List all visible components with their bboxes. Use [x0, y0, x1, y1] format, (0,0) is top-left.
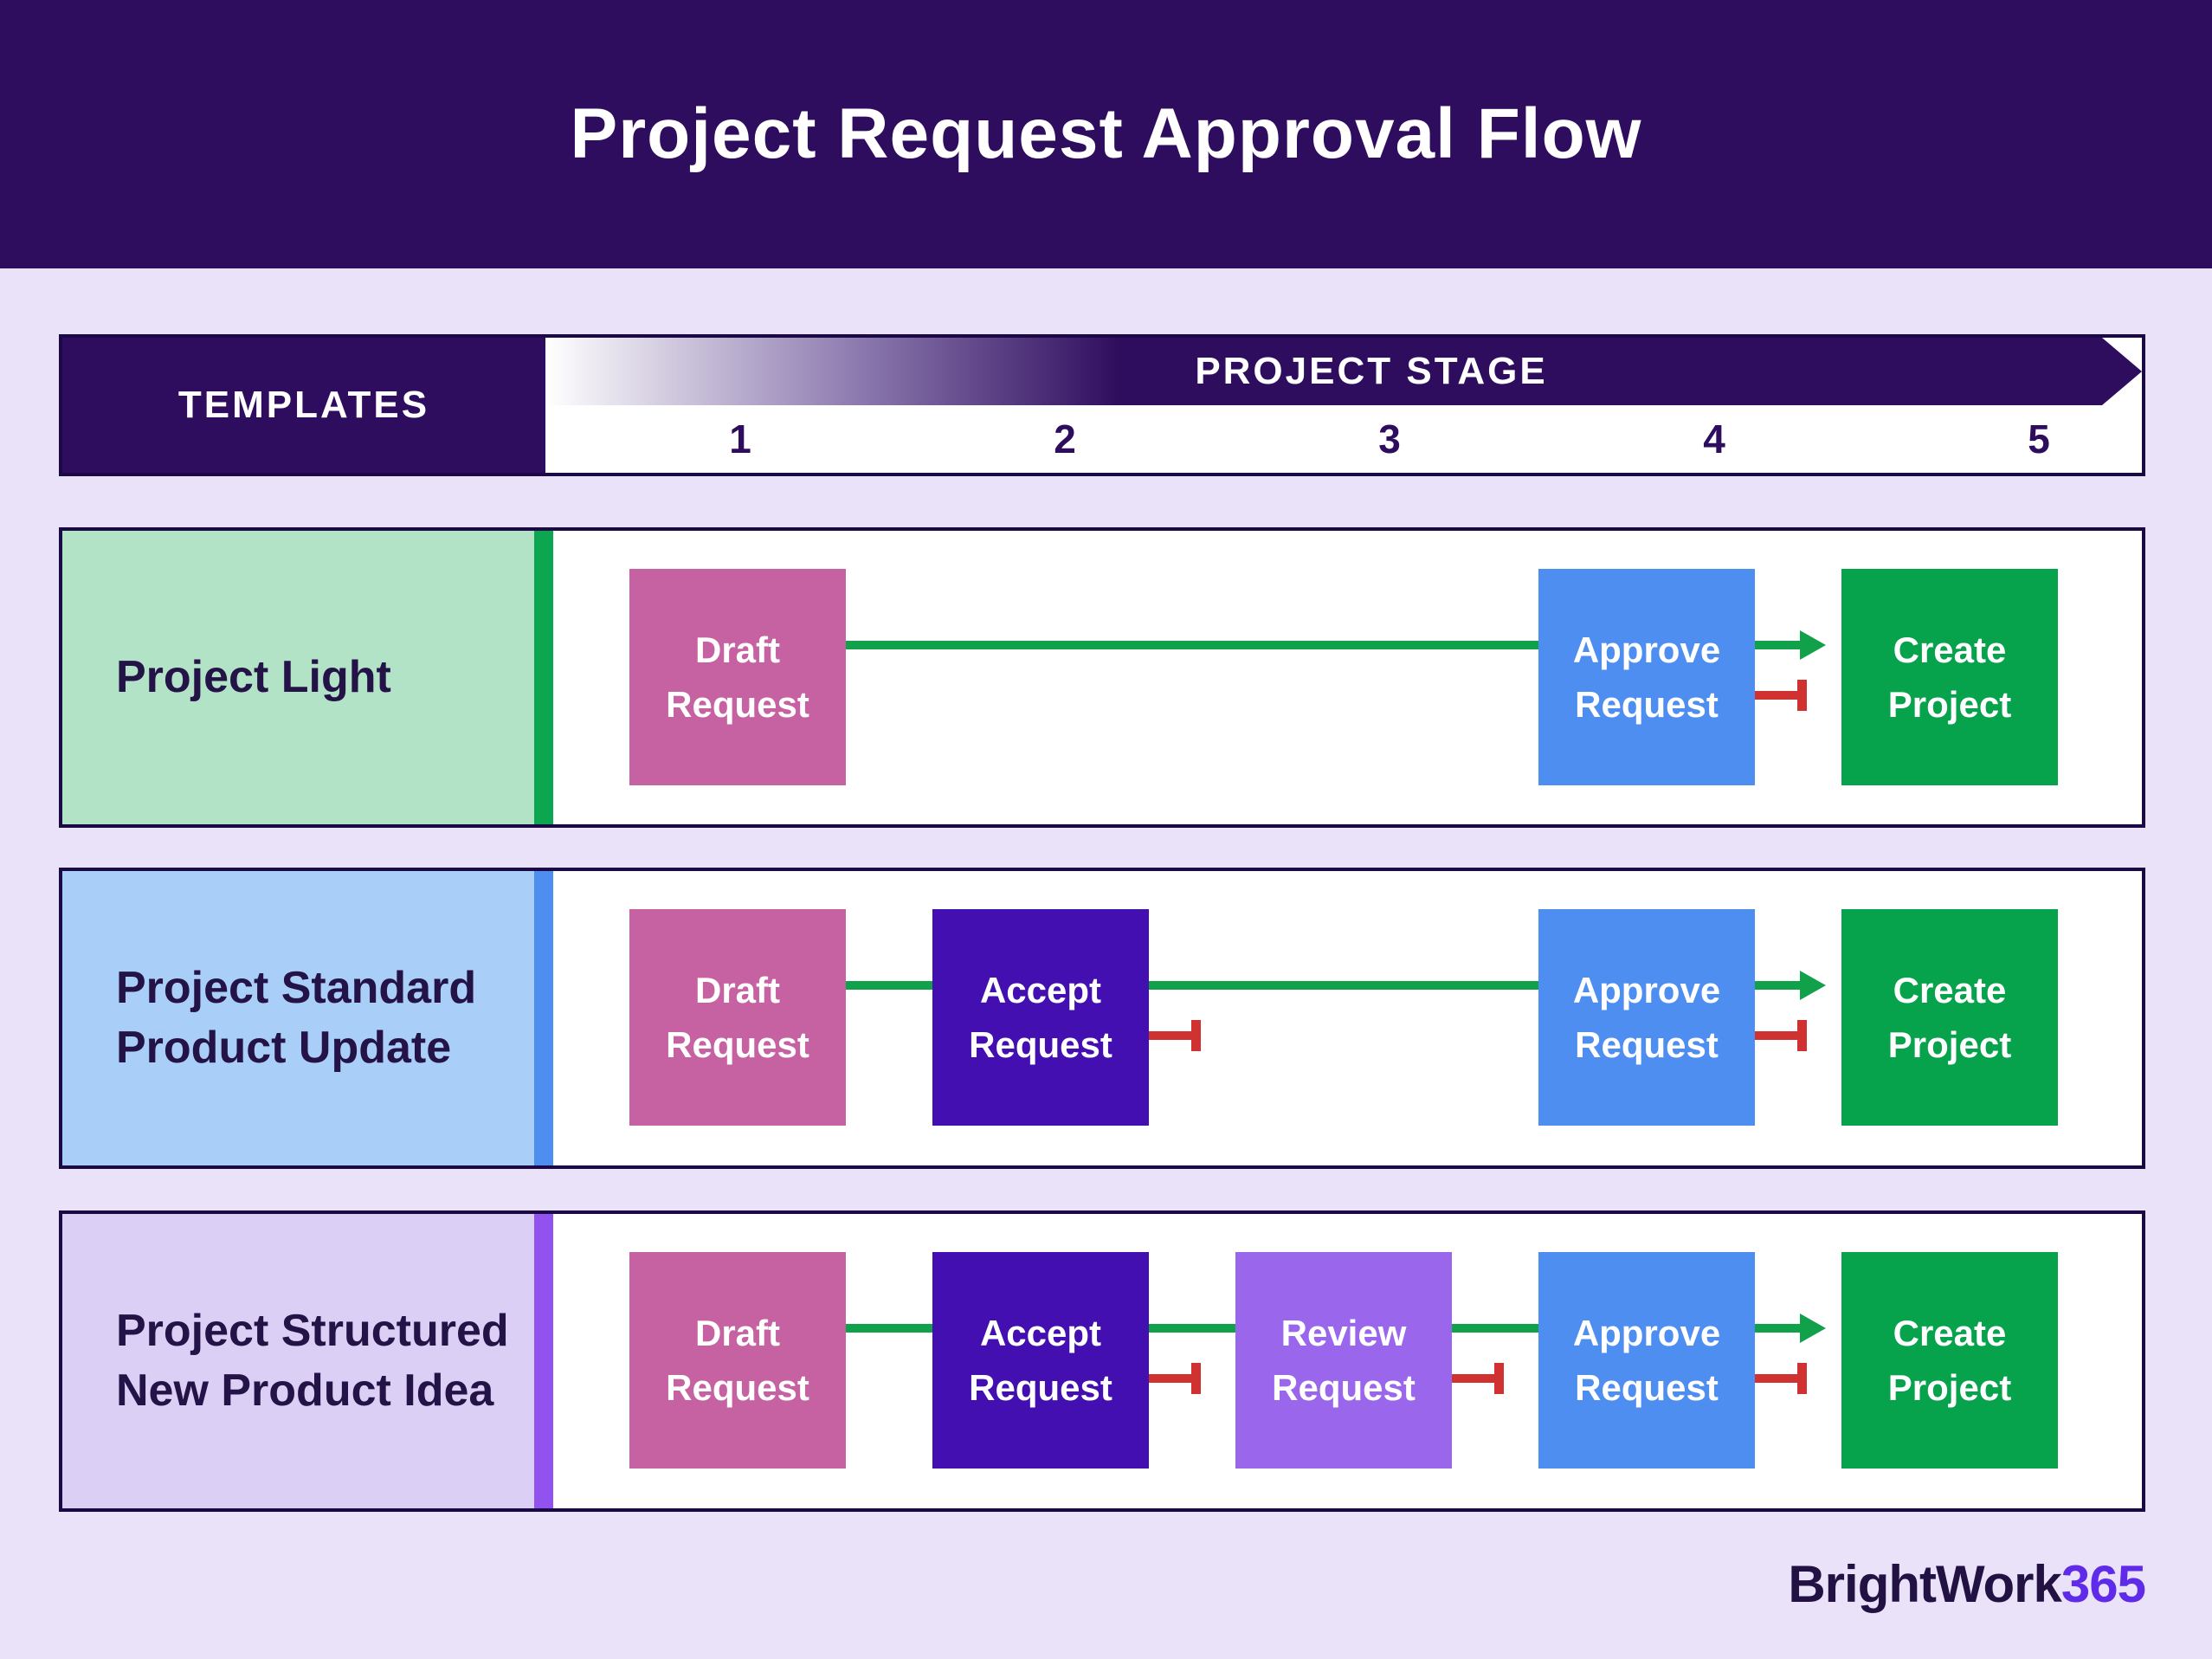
stage-box-label: Accept: [979, 970, 1102, 1010]
reject-stop-bar-icon: [1191, 1020, 1201, 1051]
stage-box-label: Accept: [979, 1313, 1102, 1353]
title-band: Project Request Approval Flow: [0, 0, 2212, 268]
stage-box-label: Request: [1575, 1024, 1719, 1065]
stage-box-label: Approve: [1572, 970, 1721, 1010]
stage-number-2: 2: [1054, 416, 1076, 462]
reject-stop-bar-icon: [1797, 1363, 1807, 1394]
stage-box-label: Create: [1893, 1313, 2007, 1353]
lane-project-standard: Project Standard Product Update Draft Re…: [59, 868, 2145, 1169]
stage-box-accept-request: Accept Request: [932, 1252, 1149, 1469]
brightwork365-logo: BrightWork365: [1788, 1554, 2146, 1614]
stage-box-label: Request: [666, 684, 809, 725]
lane-label-project-structured: Project Structured New Product Idea: [62, 1214, 534, 1508]
stage-box-label: Create: [1893, 629, 2007, 670]
lane-label-line: New Product Idea: [116, 1365, 494, 1416]
reject-stop-bar-icon: [1494, 1363, 1504, 1394]
project-stage-arrow-band: PROJECT STAGE: [545, 338, 2142, 405]
stage-box-draft-request: Draft Request: [629, 909, 846, 1126]
lane-project-structured: Project Structured New Product Idea Draf…: [59, 1210, 2145, 1512]
lane-accent-bar: [534, 871, 553, 1165]
stage-box-label: Draft: [694, 970, 780, 1010]
stage-number-5: 5: [2028, 416, 2050, 462]
stage-box-label: Project: [1887, 1367, 2012, 1408]
stage-box-approve-request: Approve Request: [1538, 569, 1755, 785]
stage-box-label: Approve: [1572, 629, 1721, 670]
lane-label-line: Project Structured: [116, 1306, 509, 1357]
stage-header-row: TEMPLATES PROJECT STAGE 1 2 3 4 5: [59, 334, 2145, 476]
lane-accent-bar: [534, 531, 553, 824]
stage-box-label: Draft: [694, 1313, 780, 1353]
flow-arrow: [1755, 1324, 1802, 1333]
stage-box-label: Request: [969, 1367, 1112, 1408]
flow-connector: [846, 1324, 932, 1333]
lane-flow-project-standard: Draft Request Accept Request Approve Req…: [553, 871, 2142, 1165]
stage-box-label: Request: [666, 1367, 809, 1408]
stage-box-approve-request: Approve Request: [1538, 1252, 1755, 1469]
templates-label: TEMPLATES: [177, 384, 430, 426]
stage-box-draft-request: Draft Request: [629, 1252, 846, 1469]
reject-connector: [1149, 1374, 1194, 1383]
stage-box-create-project: Create Project: [1841, 1252, 2058, 1469]
stage-box-label: Draft: [694, 629, 780, 670]
stage-box-review-request: Review Request: [1235, 1252, 1452, 1469]
lane-label-line: Project Standard: [116, 963, 477, 1014]
lane-accent-bar: [534, 1214, 553, 1508]
stage-box-create-project: Create Project: [1841, 569, 2058, 785]
lane-flow-project-structured: Draft Request Accept Request Review Requ…: [553, 1214, 2142, 1508]
lane-label-line: Project Light: [116, 652, 391, 703]
stage-box-label: Request: [666, 1024, 809, 1065]
stage-box-draft-request: Draft Request: [629, 569, 846, 785]
stage-box-label: Request: [1272, 1367, 1416, 1408]
stage-box-create-project: Create Project: [1841, 909, 2058, 1126]
project-stage-area: PROJECT STAGE 1 2 3 4 5: [545, 338, 2142, 473]
stage-number-4: 4: [1703, 416, 1725, 462]
flow-connector: [846, 981, 932, 990]
stage-box-label: Project: [1887, 1024, 2012, 1065]
reject-stop-bar-icon: [1797, 680, 1807, 711]
logo-suffix-text: 365: [2060, 1555, 2146, 1613]
stage-box-label: Create: [1893, 970, 2007, 1010]
templates-header-cell: TEMPLATES: [62, 338, 545, 473]
project-stage-label: PROJECT STAGE: [1195, 350, 1548, 392]
stage-box-label: Request: [969, 1024, 1112, 1065]
reject-stop-bar-icon: [1797, 1020, 1807, 1051]
reject-connector: [1755, 1374, 1800, 1383]
reject-connector: [1755, 691, 1800, 700]
stage-number-strip: 1 2 3 4 5: [545, 405, 2142, 473]
stage-box-label: Review: [1280, 1313, 1407, 1353]
flow-connector: [846, 641, 1538, 649]
logo-brand-text: BrightWork: [1788, 1555, 2062, 1613]
flow-arrowhead-icon: [1800, 1314, 1826, 1343]
stage-box-label: Approve: [1572, 1313, 1721, 1353]
stage-box-accept-request: Accept Request: [932, 909, 1149, 1126]
stage-number-1: 1: [729, 416, 751, 462]
stage-box-label: Request: [1575, 684, 1719, 725]
stage-box-approve-request: Approve Request: [1538, 909, 1755, 1126]
reject-connector: [1149, 1031, 1194, 1040]
flow-arrow: [1755, 981, 1802, 990]
lane-project-light: Project Light Draft Request Approve Requ…: [59, 527, 2145, 828]
stage-box-label: Request: [1575, 1367, 1719, 1408]
flow-connector: [1452, 1324, 1538, 1333]
reject-connector: [1452, 1374, 1497, 1383]
stage-number-3: 3: [1378, 416, 1401, 462]
reject-stop-bar-icon: [1191, 1363, 1201, 1394]
stage-box-label: Project: [1887, 684, 2012, 725]
lane-label-project-standard: Project Standard Product Update: [62, 871, 534, 1165]
flow-arrowhead-icon: [1800, 630, 1826, 660]
lane-flow-project-light: Draft Request Approve Request Create Pro…: [553, 531, 2142, 824]
page-title: Project Request Approval Flow: [570, 94, 1642, 173]
flow-connector: [1149, 981, 1538, 990]
lane-label-line: Product Update: [116, 1023, 452, 1073]
reject-connector: [1755, 1031, 1800, 1040]
flow-arrowhead-icon: [1800, 971, 1826, 1000]
lane-label-project-light: Project Light: [62, 531, 534, 824]
flow-arrow: [1755, 641, 1802, 649]
flow-connector: [1149, 1324, 1235, 1333]
